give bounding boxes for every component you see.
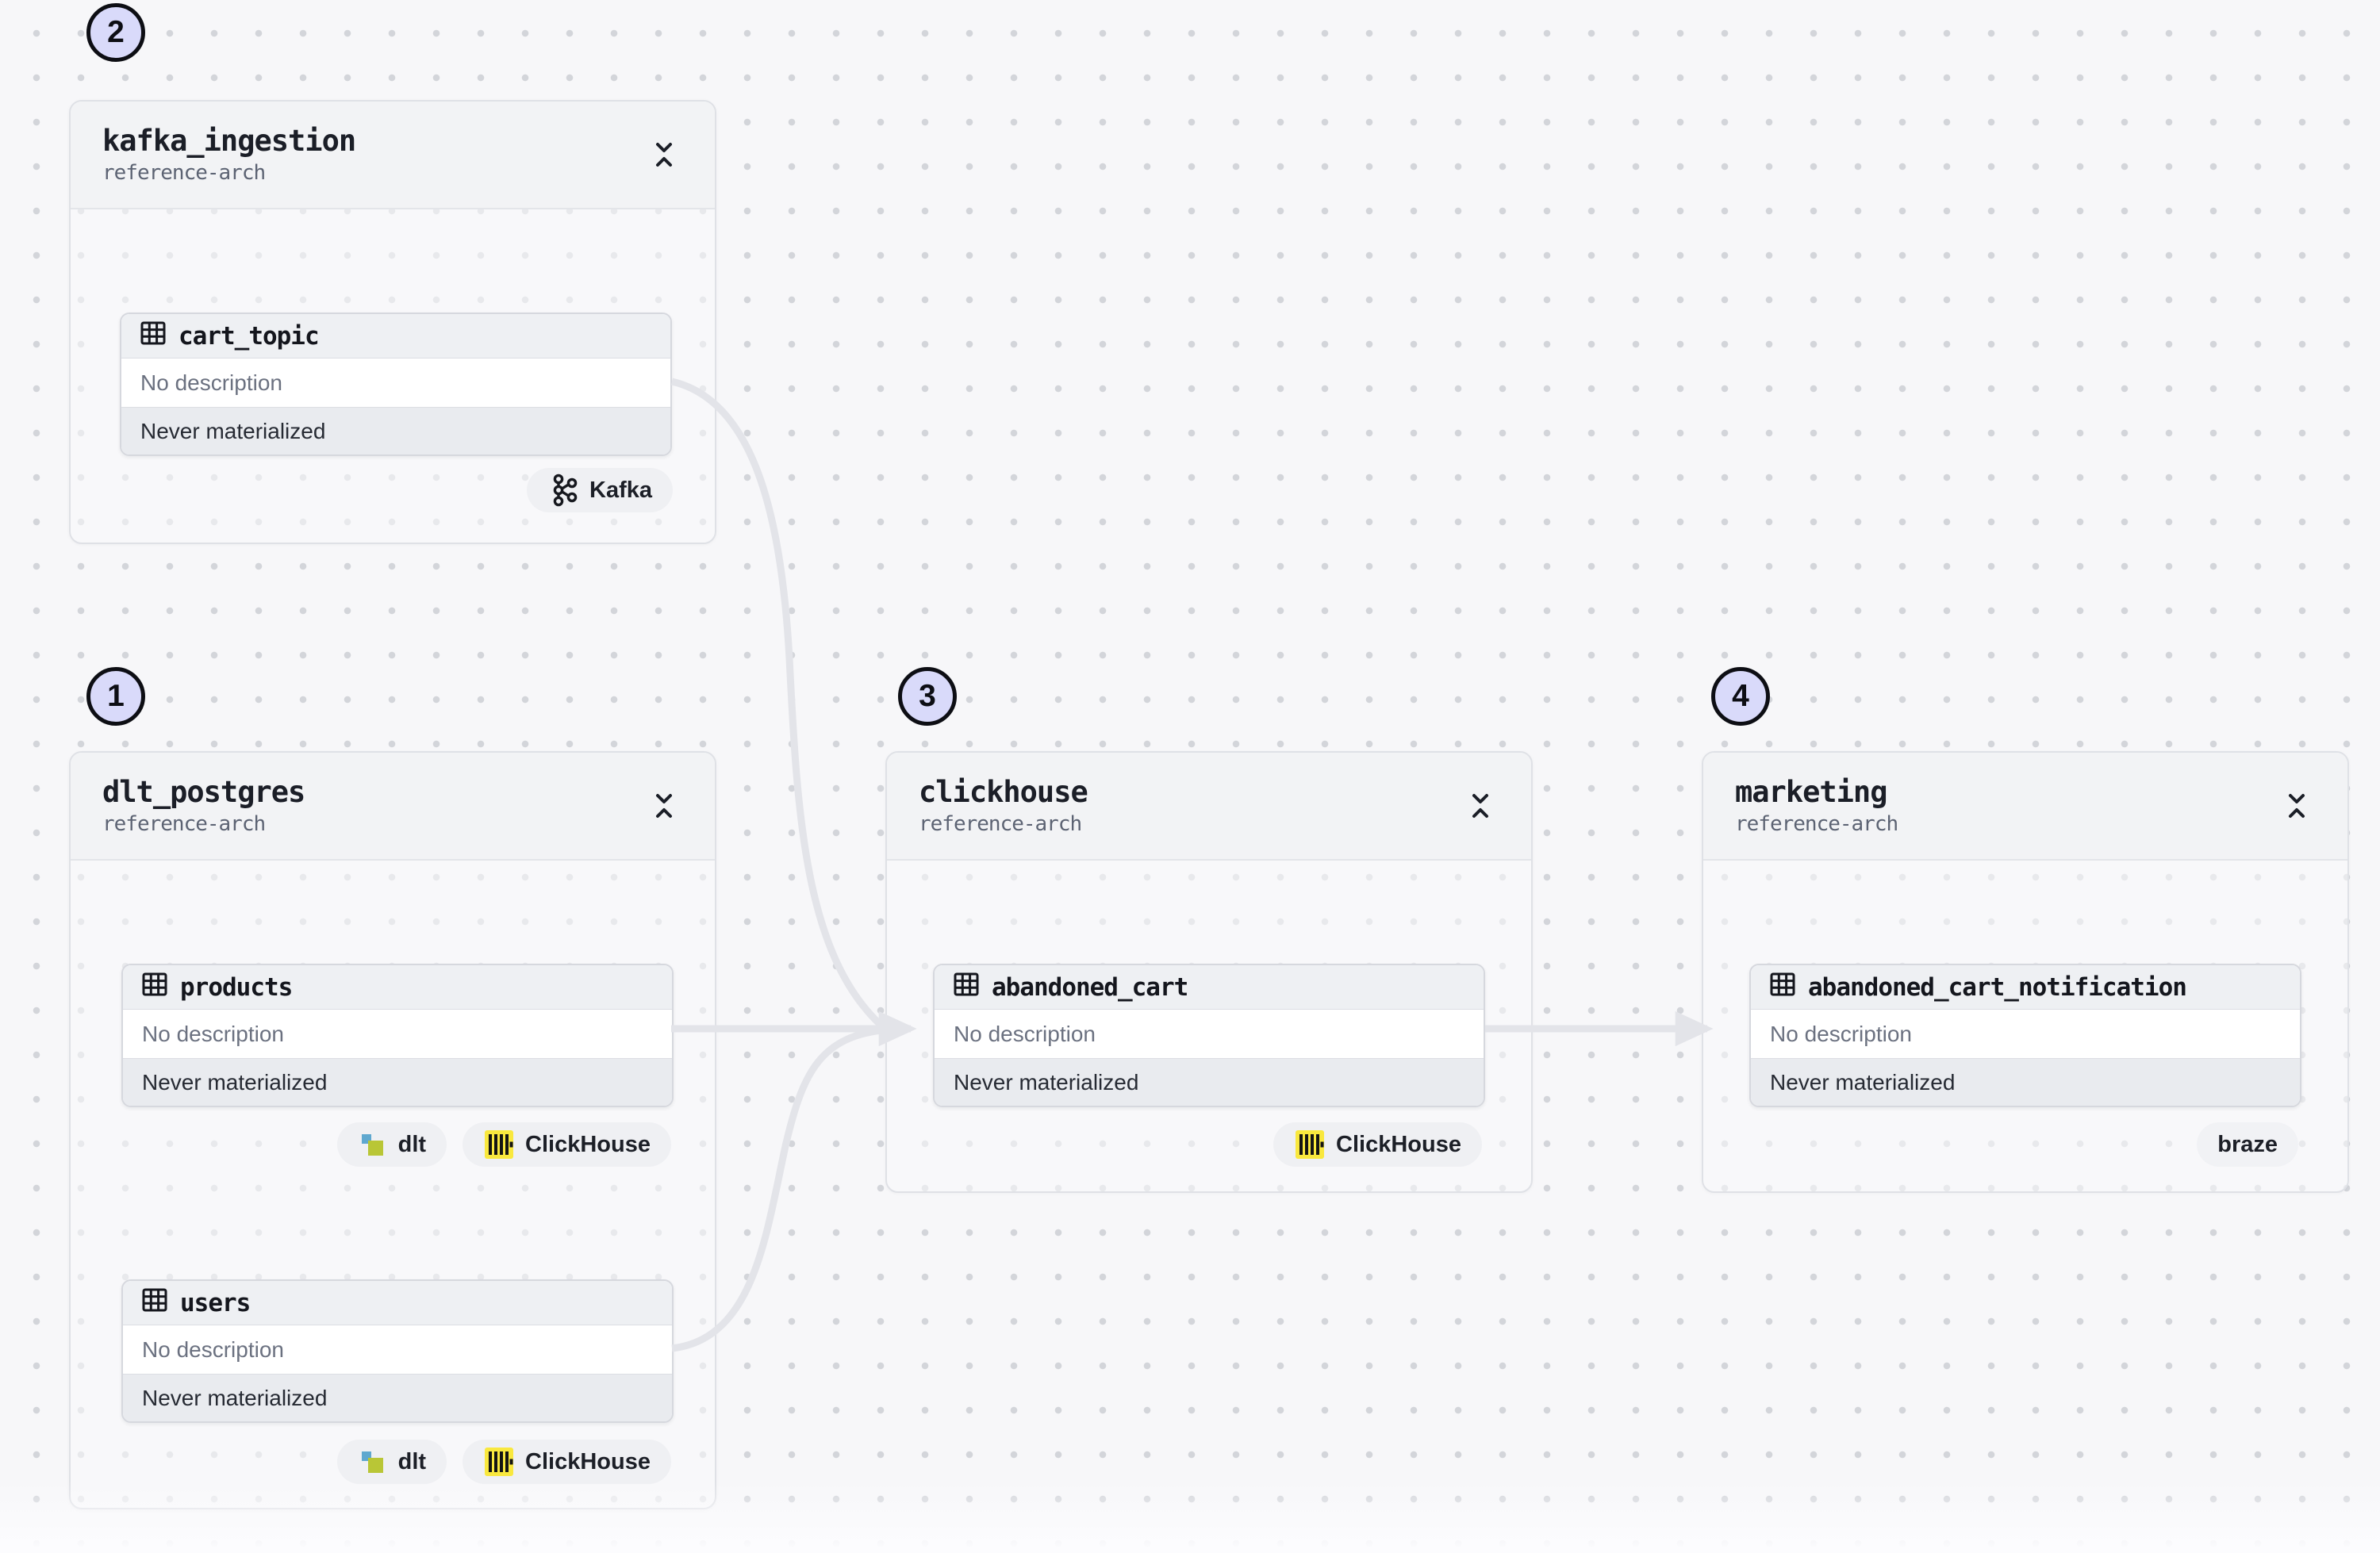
group-header[interactable]: kafka_ingestion reference-arch: [71, 102, 715, 209]
step-badge-2: 2: [86, 3, 145, 62]
canvas-bottom-fade: [0, 1482, 2380, 1553]
collapse-icon[interactable]: [645, 129, 683, 180]
asset-name: abandoned_cart_notification: [1808, 972, 2187, 1002]
group-title: dlt_postgres: [102, 774, 305, 809]
tag-label: ClickHouse: [1336, 1131, 1461, 1157]
group-marketing[interactable]: marketing reference-arch: [1702, 751, 2349, 1193]
table-icon: [952, 970, 981, 1005]
tag-clickhouse[interactable]: ClickHouse: [463, 1440, 671, 1484]
table-icon: [140, 1286, 169, 1321]
dlt-icon: [358, 1129, 388, 1160]
asset-status: Never materialized: [123, 1058, 672, 1106]
asset-card-abandoned-cart-notification[interactable]: abandoned_cart_notification No descripti…: [1749, 964, 2301, 1107]
group-title: clickhouse: [919, 774, 1088, 809]
clickhouse-icon: [483, 1129, 515, 1160]
asset-card-cart-topic[interactable]: cart_topic No description Never material…: [120, 313, 672, 456]
group-kafka-ingestion[interactable]: kafka_ingestion reference-arch: [69, 100, 716, 544]
group-header[interactable]: clickhouse reference-arch: [887, 753, 1531, 861]
asset-status: Never materialized: [935, 1058, 1484, 1106]
table-icon: [139, 319, 167, 354]
asset-card-products[interactable]: products No description Never materializ…: [121, 964, 674, 1107]
asset-status: Never materialized: [1751, 1058, 2300, 1106]
asset-description: No description: [1751, 1010, 2300, 1058]
group-dlt-postgres[interactable]: dlt_postgres reference-arch: [69, 751, 716, 1509]
asset-description: No description: [935, 1010, 1484, 1058]
tag-label: braze: [2217, 1131, 2278, 1157]
step-badge-3: 3: [898, 667, 957, 726]
asset-name: users: [180, 1288, 251, 1317]
group-subtitle: reference-arch: [1735, 812, 1898, 837]
asset-name: cart_topic: [178, 321, 320, 351]
step-badge-1: 1: [86, 667, 145, 726]
table-icon: [140, 970, 169, 1005]
asset-name: abandoned_cart: [992, 972, 1188, 1002]
group-header[interactable]: marketing reference-arch: [1703, 753, 2347, 861]
asset-description: No description: [123, 1010, 672, 1058]
asset-card-abandoned-cart[interactable]: abandoned_cart No description Never mate…: [933, 964, 1485, 1107]
clickhouse-icon: [1294, 1129, 1326, 1160]
collapse-icon[interactable]: [1461, 780, 1499, 831]
asset-status: Never materialized: [123, 1374, 672, 1421]
tag-label: dlt: [397, 1131, 427, 1157]
tag-label: Kafka: [589, 477, 652, 503]
clickhouse-icon: [483, 1446, 515, 1478]
collapse-icon[interactable]: [645, 780, 683, 831]
asset-status: Never materialized: [121, 407, 670, 454]
group-subtitle: reference-arch: [919, 812, 1082, 837]
table-icon: [1768, 970, 1797, 1005]
group-title: kafka_ingestion: [102, 123, 356, 158]
tag-label: dlt: [397, 1448, 427, 1474]
group-subtitle: reference-arch: [102, 161, 266, 186]
tag-kafka[interactable]: Kafka: [527, 468, 673, 512]
tag-clickhouse[interactable]: ClickHouse: [463, 1122, 671, 1167]
group-title: marketing: [1735, 774, 1887, 809]
kafka-icon: [547, 474, 579, 507]
group-subtitle: reference-arch: [102, 812, 266, 837]
group-header[interactable]: dlt_postgres reference-arch: [71, 753, 715, 861]
tag-dlt[interactable]: dlt: [336, 1440, 447, 1484]
step-badge-4: 4: [1711, 667, 1770, 726]
asset-description: No description: [121, 359, 670, 407]
collapse-icon[interactable]: [2278, 780, 2316, 831]
tag-label: ClickHouse: [525, 1448, 651, 1474]
tag-label: ClickHouse: [525, 1131, 651, 1157]
dlt-icon: [358, 1447, 388, 1477]
tag-clickhouse[interactable]: ClickHouse: [1273, 1122, 1482, 1167]
group-titles: dlt_postgres reference-arch: [102, 774, 305, 837]
asset-card-users[interactable]: users No description Never materialized: [121, 1279, 674, 1423]
group-clickhouse[interactable]: clickhouse reference-arch: [885, 751, 1533, 1193]
asset-description: No description: [123, 1325, 672, 1374]
asset-name: products: [180, 972, 293, 1002]
group-titles: marketing reference-arch: [1735, 774, 1898, 837]
group-titles: clickhouse reference-arch: [919, 774, 1088, 837]
group-titles: kafka_ingestion reference-arch: [102, 123, 356, 186]
tag-dlt[interactable]: dlt: [336, 1122, 447, 1167]
tag-braze[interactable]: braze: [2197, 1122, 2298, 1167]
